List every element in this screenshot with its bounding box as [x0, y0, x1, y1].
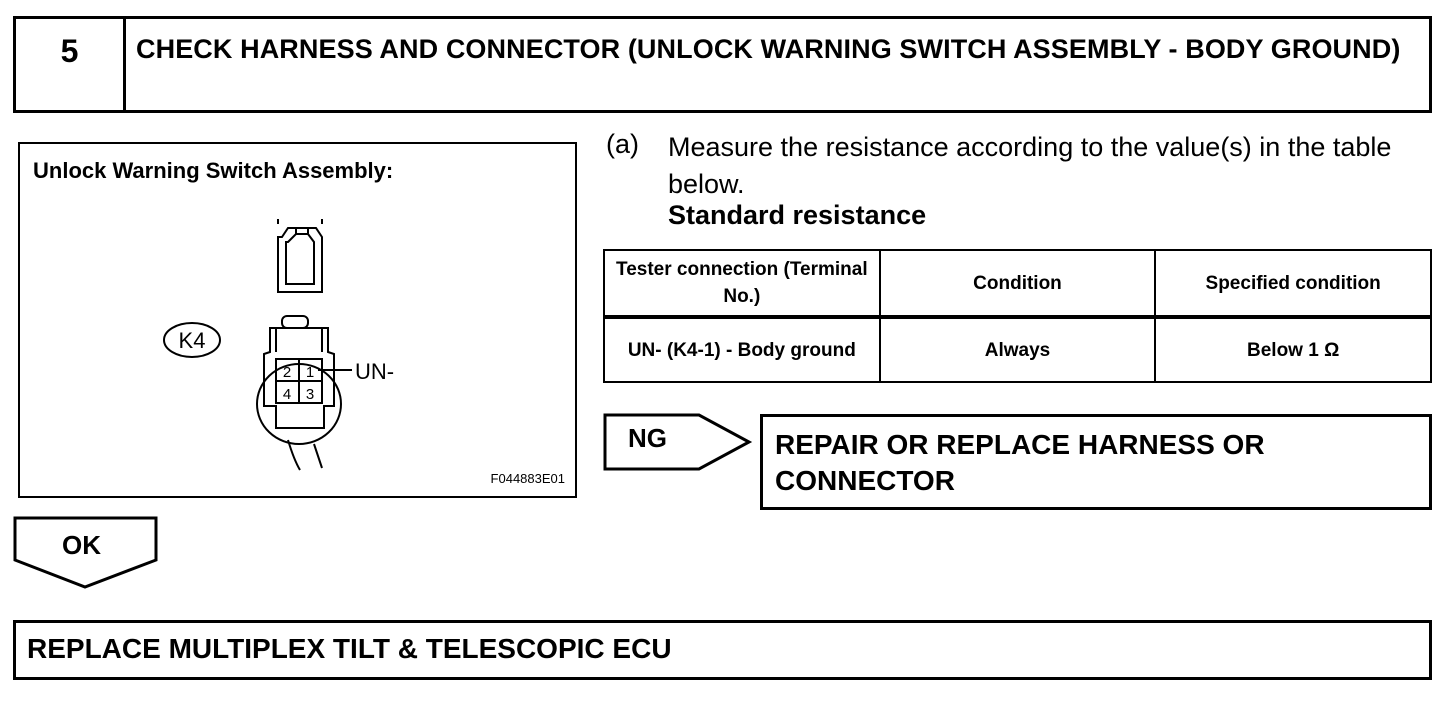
pin-label: 3	[306, 386, 314, 403]
ok-result-box: REPLACE MULTIPLEX TILT & TELESCOPIC ECU	[13, 620, 1432, 680]
step-title: CHECK HARNESS AND CONNECTOR (UNLOCK WARN…	[136, 34, 1401, 64]
table-header: Specified condition	[1154, 249, 1432, 319]
figure-caption: Unlock Warning Switch Assembly:	[33, 158, 394, 183]
ng-result-box: REPAIR OR REPLACE HARNESS OR CONNECTOR	[760, 414, 1432, 510]
ok-arrow-icon	[13, 516, 158, 589]
table-cell: UN- (K4-1) - Body ground	[603, 316, 881, 383]
switch-connector-icon	[256, 315, 352, 471]
pin-label: 4	[283, 386, 291, 403]
standard-resistance-title: Standard resistance	[668, 200, 927, 230]
figure-code: F044883E01	[490, 471, 565, 486]
step-number: 5	[16, 19, 126, 110]
ng-label: NG	[628, 423, 667, 453]
connector-diagram: K4 2 1 4 3 UN-	[163, 219, 394, 471]
connector-id-label: K4	[179, 328, 206, 353]
resistance-table: Tester connection (Terminal No.) Conditi…	[603, 249, 1432, 383]
mating-connector-icon	[277, 219, 323, 293]
connector-id-circle	[163, 322, 221, 358]
pin-label: 1	[306, 364, 314, 381]
ng-arrow-icon	[603, 413, 753, 471]
table-row: UN- (K4-1) - Body ground Always Below 1 …	[603, 316, 1432, 383]
table-cell: Below 1 Ω	[1154, 316, 1432, 383]
step-header: 5 CHECK HARNESS AND CONNECTOR (UNLOCK WA…	[13, 16, 1432, 113]
instruction-marker: (a)	[606, 129, 639, 159]
table-cell: Always	[878, 316, 1157, 383]
table-header: Condition	[878, 249, 1157, 319]
table-header-row: Tester connection (Terminal No.) Conditi…	[603, 249, 1432, 319]
instruction-text: Measure the resistance according to the …	[668, 132, 1392, 199]
pin-label: 2	[283, 364, 291, 381]
table-header: Tester connection (Terminal No.)	[603, 249, 881, 319]
terminal-label: UN-	[355, 359, 394, 384]
ok-label: OK	[62, 530, 101, 560]
connector-figure: Unlock Warning Switch Assembly: K4 2 1	[18, 142, 577, 498]
